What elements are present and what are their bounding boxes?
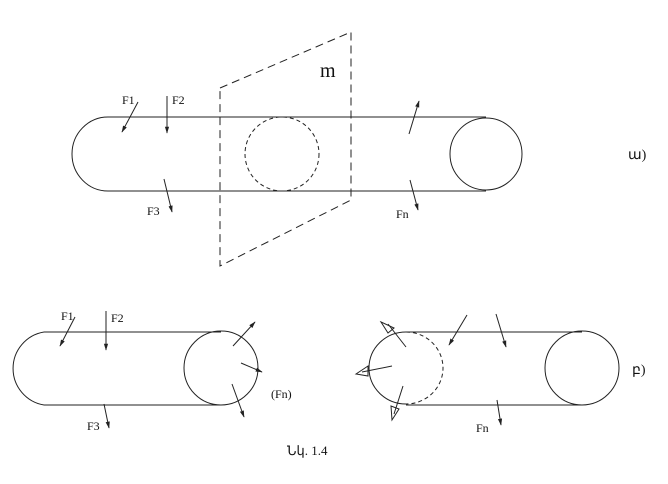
br-reaction-force-upper [379, 320, 407, 348]
br-reaction-force-lower [390, 385, 404, 422]
top-diagram: m F1 F2 F3 Fn ա) [71, 31, 647, 267]
top-right-pulley [449, 117, 523, 191]
bl-force-f1-arrow [59, 316, 76, 347]
bl-force-fn-paren-label: (Fn) [271, 387, 292, 401]
top-force-f2-label: F2 [172, 93, 185, 107]
top-middle-pulley-dashed [244, 116, 320, 192]
bl-force-f3-label: F3 [87, 419, 100, 433]
top-force-f1-label: F1 [122, 93, 135, 107]
br-left-pulley-dashed [405, 331, 444, 405]
bl-pulley-force-up [232, 321, 256, 347]
br-force-arrow-2 [495, 313, 507, 348]
top-diagram-side-label: ա) [628, 148, 647, 163]
bl-force-f3-arrow [103, 403, 110, 429]
top-force-f3-arrow [163, 178, 173, 213]
top-force-f3-label: F3 [147, 204, 160, 218]
br-right-pulley [544, 330, 620, 406]
br-reaction-force-left [354, 365, 393, 377]
top-force-fn-label: Fn [396, 207, 409, 221]
top-belt-left-end [71, 116, 109, 192]
bl-pulley-force-right [240, 362, 263, 373]
bottom-left-diagram: F1 F2 F3 (Fn) [12, 309, 292, 433]
plane-label: m [320, 60, 336, 82]
br-force-fn-arrow [496, 399, 503, 426]
bl-belt-left-end [12, 331, 45, 406]
bl-force-f2-label: F2 [111, 311, 124, 325]
top-force-f1-arrow [121, 101, 139, 133]
bottom-diagram-side-label: բ) [632, 363, 646, 378]
bl-force-f1-label: F1 [61, 309, 74, 323]
br-force-fn-label: Fn [476, 421, 489, 435]
br-left-pulley-solid [368, 331, 407, 405]
top-force-fn-arrow [409, 179, 419, 211]
top-force-up-arrow [408, 100, 420, 135]
br-force-arrow-1 [448, 314, 468, 346]
bottom-right-diagram: Fn բ) [354, 313, 646, 435]
bl-pulley-force-down [231, 383, 245, 418]
bl-right-pulley [183, 330, 259, 406]
cutting-plane-m [219, 31, 352, 267]
figure-caption: Նկ. 1.4 [287, 443, 328, 458]
